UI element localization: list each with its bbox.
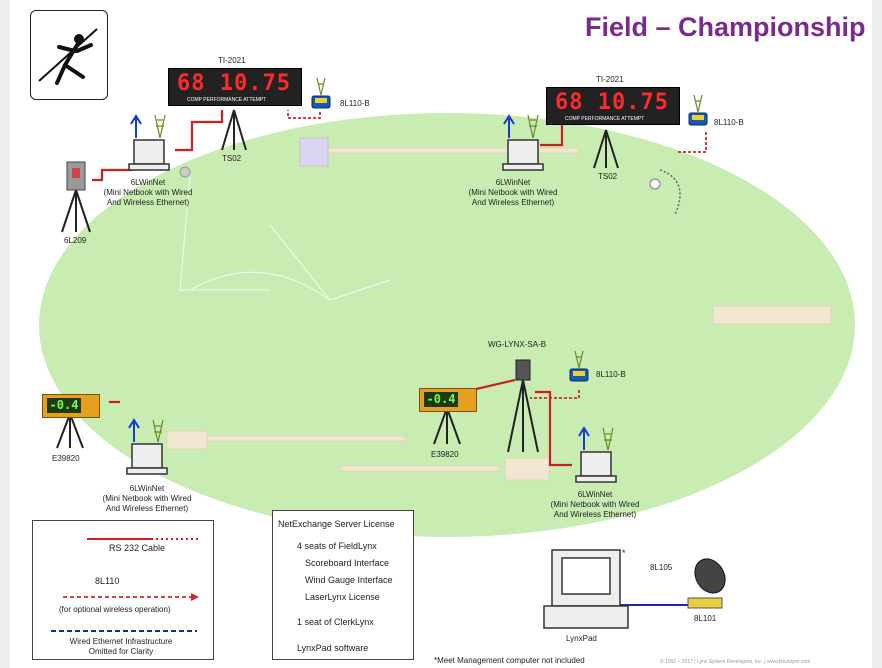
legend-lines <box>51 538 201 632</box>
wind-sensor <box>515 359 531 381</box>
laptop-2 <box>507 139 539 165</box>
wind-display-2: -0.4 <box>419 388 477 412</box>
license-lynxpad: LynxPad software <box>297 643 369 653</box>
management-note: *Meet Management computer not included <box>434 656 585 665</box>
pit-top <box>299 137 329 167</box>
receiver-label: 8L101 <box>694 614 717 623</box>
pit-mid <box>504 457 550 481</box>
wind-station-label: WG-LYNX-SA-B <box>488 340 547 349</box>
dish-label: 8L105 <box>650 563 673 572</box>
legend-radio: 8L110 <box>95 576 120 586</box>
runway-mid <box>339 465 501 472</box>
radio-1-label: 8L110-B <box>340 99 370 108</box>
license-box: NetExchange Server License 4 seats of Fi… <box>272 510 414 660</box>
legend-ethernet1: Wired Ethernet Infrastructure <box>69 637 173 646</box>
radio-2-label: 8L110-B <box>714 118 744 127</box>
cage-right <box>659 169 681 216</box>
lynxpad-asterisk: * <box>622 548 626 558</box>
footer-copyright: © 1992 – 2017 | Lynx System Developers, … <box>660 659 811 665</box>
laptop-3-desc1: (Mini Netbook with Wired <box>102 494 192 503</box>
e39820-label-1: E39820 <box>52 454 80 463</box>
scoreboard-1: 68 10.75 COMP PERFORMANCE ATTEMPT <box>168 68 302 106</box>
receiver-box <box>687 597 723 609</box>
laptop-2-label: 6LWinNet (Mini Netbook with Wired And Wi… <box>469 178 558 208</box>
laptop-4-name: 6LWinNet <box>577 490 613 499</box>
license-scoreboard: Scoreboard Interface <box>305 558 390 568</box>
ts02-label-2: TS02 <box>598 172 618 181</box>
pit-left <box>166 430 208 450</box>
legend-optional: (for optional wireless operation) <box>59 605 171 614</box>
laptop-4-desc1: (Mini Netbook with Wired <box>550 500 640 509</box>
laptop-1-label: 6LWinNet (Mini Netbook with Wired And Wi… <box>104 178 193 208</box>
legend-ethernet-note: Wired Ethernet Infrastructure Omitted fo… <box>70 637 173 657</box>
laptop-4-desc2: And Wireless Ethernet) <box>553 510 637 519</box>
scoreboard-2-digits: 68 10.75 <box>555 90 669 115</box>
wind-display-1: -0.4 <box>42 394 100 418</box>
runway-right <box>712 305 832 325</box>
slide: Field – Championship TI-2021 68 10.75 CO… <box>10 0 872 668</box>
license-clerk: 1 seat of ClerkLynx <box>297 617 374 627</box>
laptop-3-label: 6LWinNet (Mini Netbook with Wired And Wi… <box>103 484 192 514</box>
legend: RS 232 Cable 8L110 (for optional wireles… <box>32 520 214 660</box>
radio-3-label: 8L110-B <box>596 370 626 379</box>
legend-rs232: RS 232 Cable <box>109 543 166 553</box>
laptop-2-desc1: (Mini Netbook with Wired <box>468 188 558 197</box>
laptop-2-desc2: And Wireless Ethernet) <box>471 198 555 207</box>
javelin-logo <box>30 10 108 100</box>
license-title: NetExchange Server License <box>278 519 395 529</box>
scoreboard-2: 68 10.75 COMP PERFORMANCE ATTEMPT <box>546 87 680 125</box>
lynxpad-label: LynxPad <box>566 634 597 643</box>
wind-display-2-value: -0.4 <box>424 392 458 407</box>
wind-display-1-value: -0.4 <box>47 398 81 413</box>
laptop-1-desc1: (Mini Netbook with Wired <box>103 188 193 197</box>
throw-circle-left <box>179 166 191 178</box>
license-seats-field: 4 seats of FieldLynx <box>297 541 377 551</box>
e39820-label-2: E39820 <box>431 450 459 459</box>
laptop-1-name: 6LWinNet <box>130 178 166 187</box>
license-wind: Wind Gauge Interface <box>305 575 393 585</box>
satellite-dish <box>694 558 726 594</box>
runway-top <box>327 147 579 154</box>
field-oval <box>39 113 855 537</box>
page-title: Field – Championship <box>585 12 866 42</box>
ts02-label-1: TS02 <box>222 154 242 163</box>
javelin-thrower-icon <box>38 28 98 85</box>
scoreboard-2-caption: COMP PERFORMANCE ATTEMPT <box>565 116 645 122</box>
laptop-2-name: 6LWinNet <box>495 178 531 187</box>
throw-circle-right <box>649 178 661 190</box>
runway-left <box>204 435 406 442</box>
laptop-4 <box>580 451 612 477</box>
license-laser: LaserLynx License <box>305 592 380 602</box>
laptop-3-desc2: And Wireless Ethernet) <box>105 504 189 513</box>
laptop-3 <box>131 443 163 469</box>
laptop-1 <box>133 139 165 165</box>
scoreboard-1-digits: 68 10.75 <box>177 71 291 96</box>
laptop-4-label: 6LWinNet (Mini Netbook with Wired And Wi… <box>551 490 640 520</box>
scoreboard-1-caption: COMP PERFORMANCE ATTEMPT <box>187 97 267 103</box>
scoreboard-2-label: TI-2021 <box>596 75 624 84</box>
6l209-label: 6L209 <box>64 236 87 245</box>
scoreboard-1-label: TI-2021 <box>218 56 246 65</box>
laptop-3-name: 6LWinNet <box>129 484 165 493</box>
legend-ethernet2: Omitted for Clarity <box>88 647 154 656</box>
laptop-1-desc2: And Wireless Ethernet) <box>106 198 190 207</box>
